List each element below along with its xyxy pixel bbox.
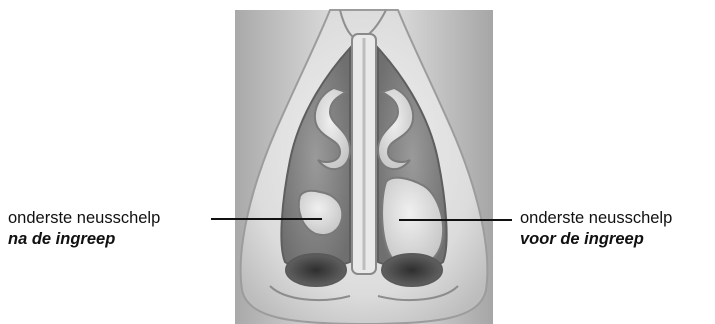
left-leader-line (211, 218, 322, 220)
label-after-procedure: onderste neusschelp na de ingreep (8, 208, 160, 250)
right-label-title: onderste neusschelp (520, 208, 672, 229)
left-label-subtitle: na de ingreep (8, 229, 160, 250)
right-leader-line (399, 219, 512, 221)
right-label-subtitle: voor de ingreep (520, 229, 672, 250)
label-before-procedure: onderste neusschelp voor de ingreep (520, 208, 672, 250)
left-label-title: onderste neusschelp (8, 208, 160, 229)
